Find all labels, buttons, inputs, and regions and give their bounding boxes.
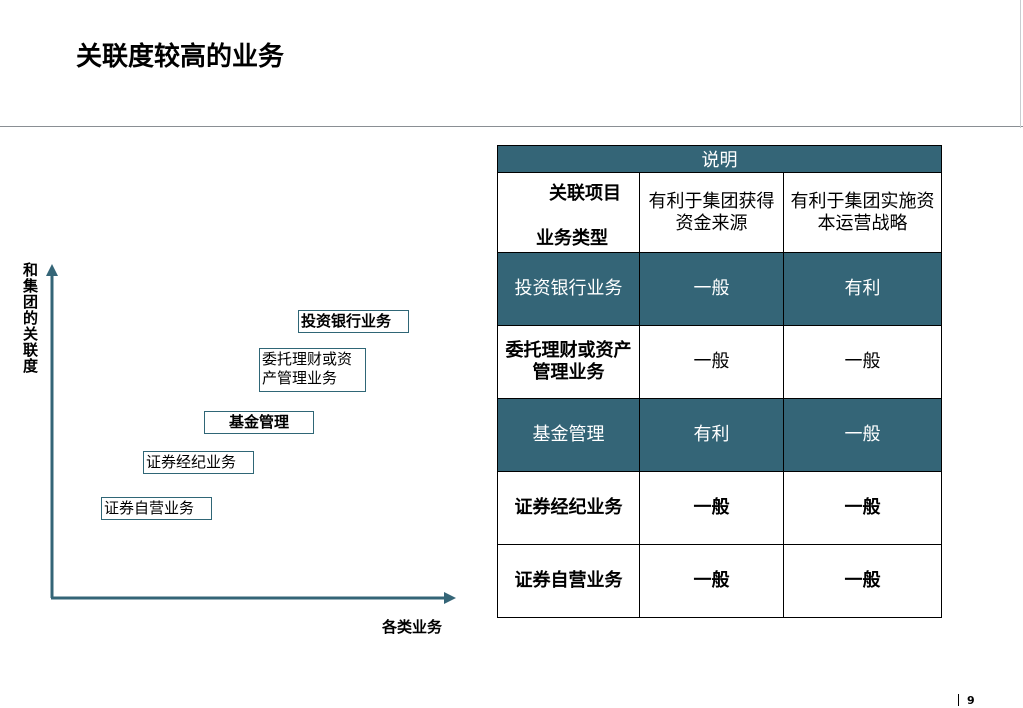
row-capital-ops: 有利 [782,252,943,326]
row-type: 投资银行业务 [497,252,640,326]
x-axis-arrowhead [444,592,456,604]
table-row: 基金管理 有利 一般 [497,398,943,472]
x-axis-label: 各类业务 [382,618,443,636]
row-funding: 一般 [639,325,784,399]
row-type: 证券经纪业务 [497,471,640,545]
relevance-table: 说明 关联项目 业务类型 有利于集团获得资金来源 有利于集团实施资本运营战略 投… [496,145,943,618]
row-capital-ops: 一般 [782,544,943,618]
box-asset-management: 委托理财或资产管理业务 [259,348,366,392]
table-row: 证券自营业务 一般 一般 [497,544,943,618]
table-row: 证券经纪业务 一般 一般 [497,471,943,545]
table-row: 委托理财或资产管理业务 一般 一般 [497,325,943,399]
right-edge-divider [1020,0,1021,128]
column-header-capital-ops: 有利于集团实施资本运营战略 [782,172,943,253]
table-header: 说明 [496,145,943,173]
page-number-divider [958,694,959,706]
box-investment-banking: 投资银行业务 [298,310,409,333]
row-type: 委托理财或资产管理业务 [497,325,640,399]
row-type: 证券自营业务 [497,544,640,618]
row-funding: 一般 [639,544,784,618]
y-axis-arrowhead [46,264,58,276]
row-capital-ops: 一般 [782,398,943,472]
diagram-axes [46,264,456,604]
table-row: 投资银行业务 一般 有利 [497,252,943,326]
column-header-funding: 有利于集团获得资金来源 [639,172,784,253]
row-type: 基金管理 [497,398,640,472]
y-axis-label: 和集团的关联度 [21,262,39,374]
table-corner-cell: 关联项目 业务类型 [497,172,640,253]
title-divider [0,126,1023,127]
row-funding: 有利 [639,398,784,472]
row-funding: 一般 [639,252,784,326]
page-title: 关联度较高的业务 [76,42,285,72]
corner-label-types: 业务类型 [536,228,608,249]
box-proprietary-trading: 证券自营业务 [101,497,212,520]
box-fund-management: 基金管理 [204,411,314,434]
row-funding: 一般 [639,471,784,545]
row-capital-ops: 一般 [782,325,943,399]
corner-label-items: 关联项目 [549,183,621,204]
box-securities-brokerage: 证券经纪业务 [143,451,254,474]
row-capital-ops: 一般 [782,471,943,545]
page-number: 9 [967,694,975,707]
